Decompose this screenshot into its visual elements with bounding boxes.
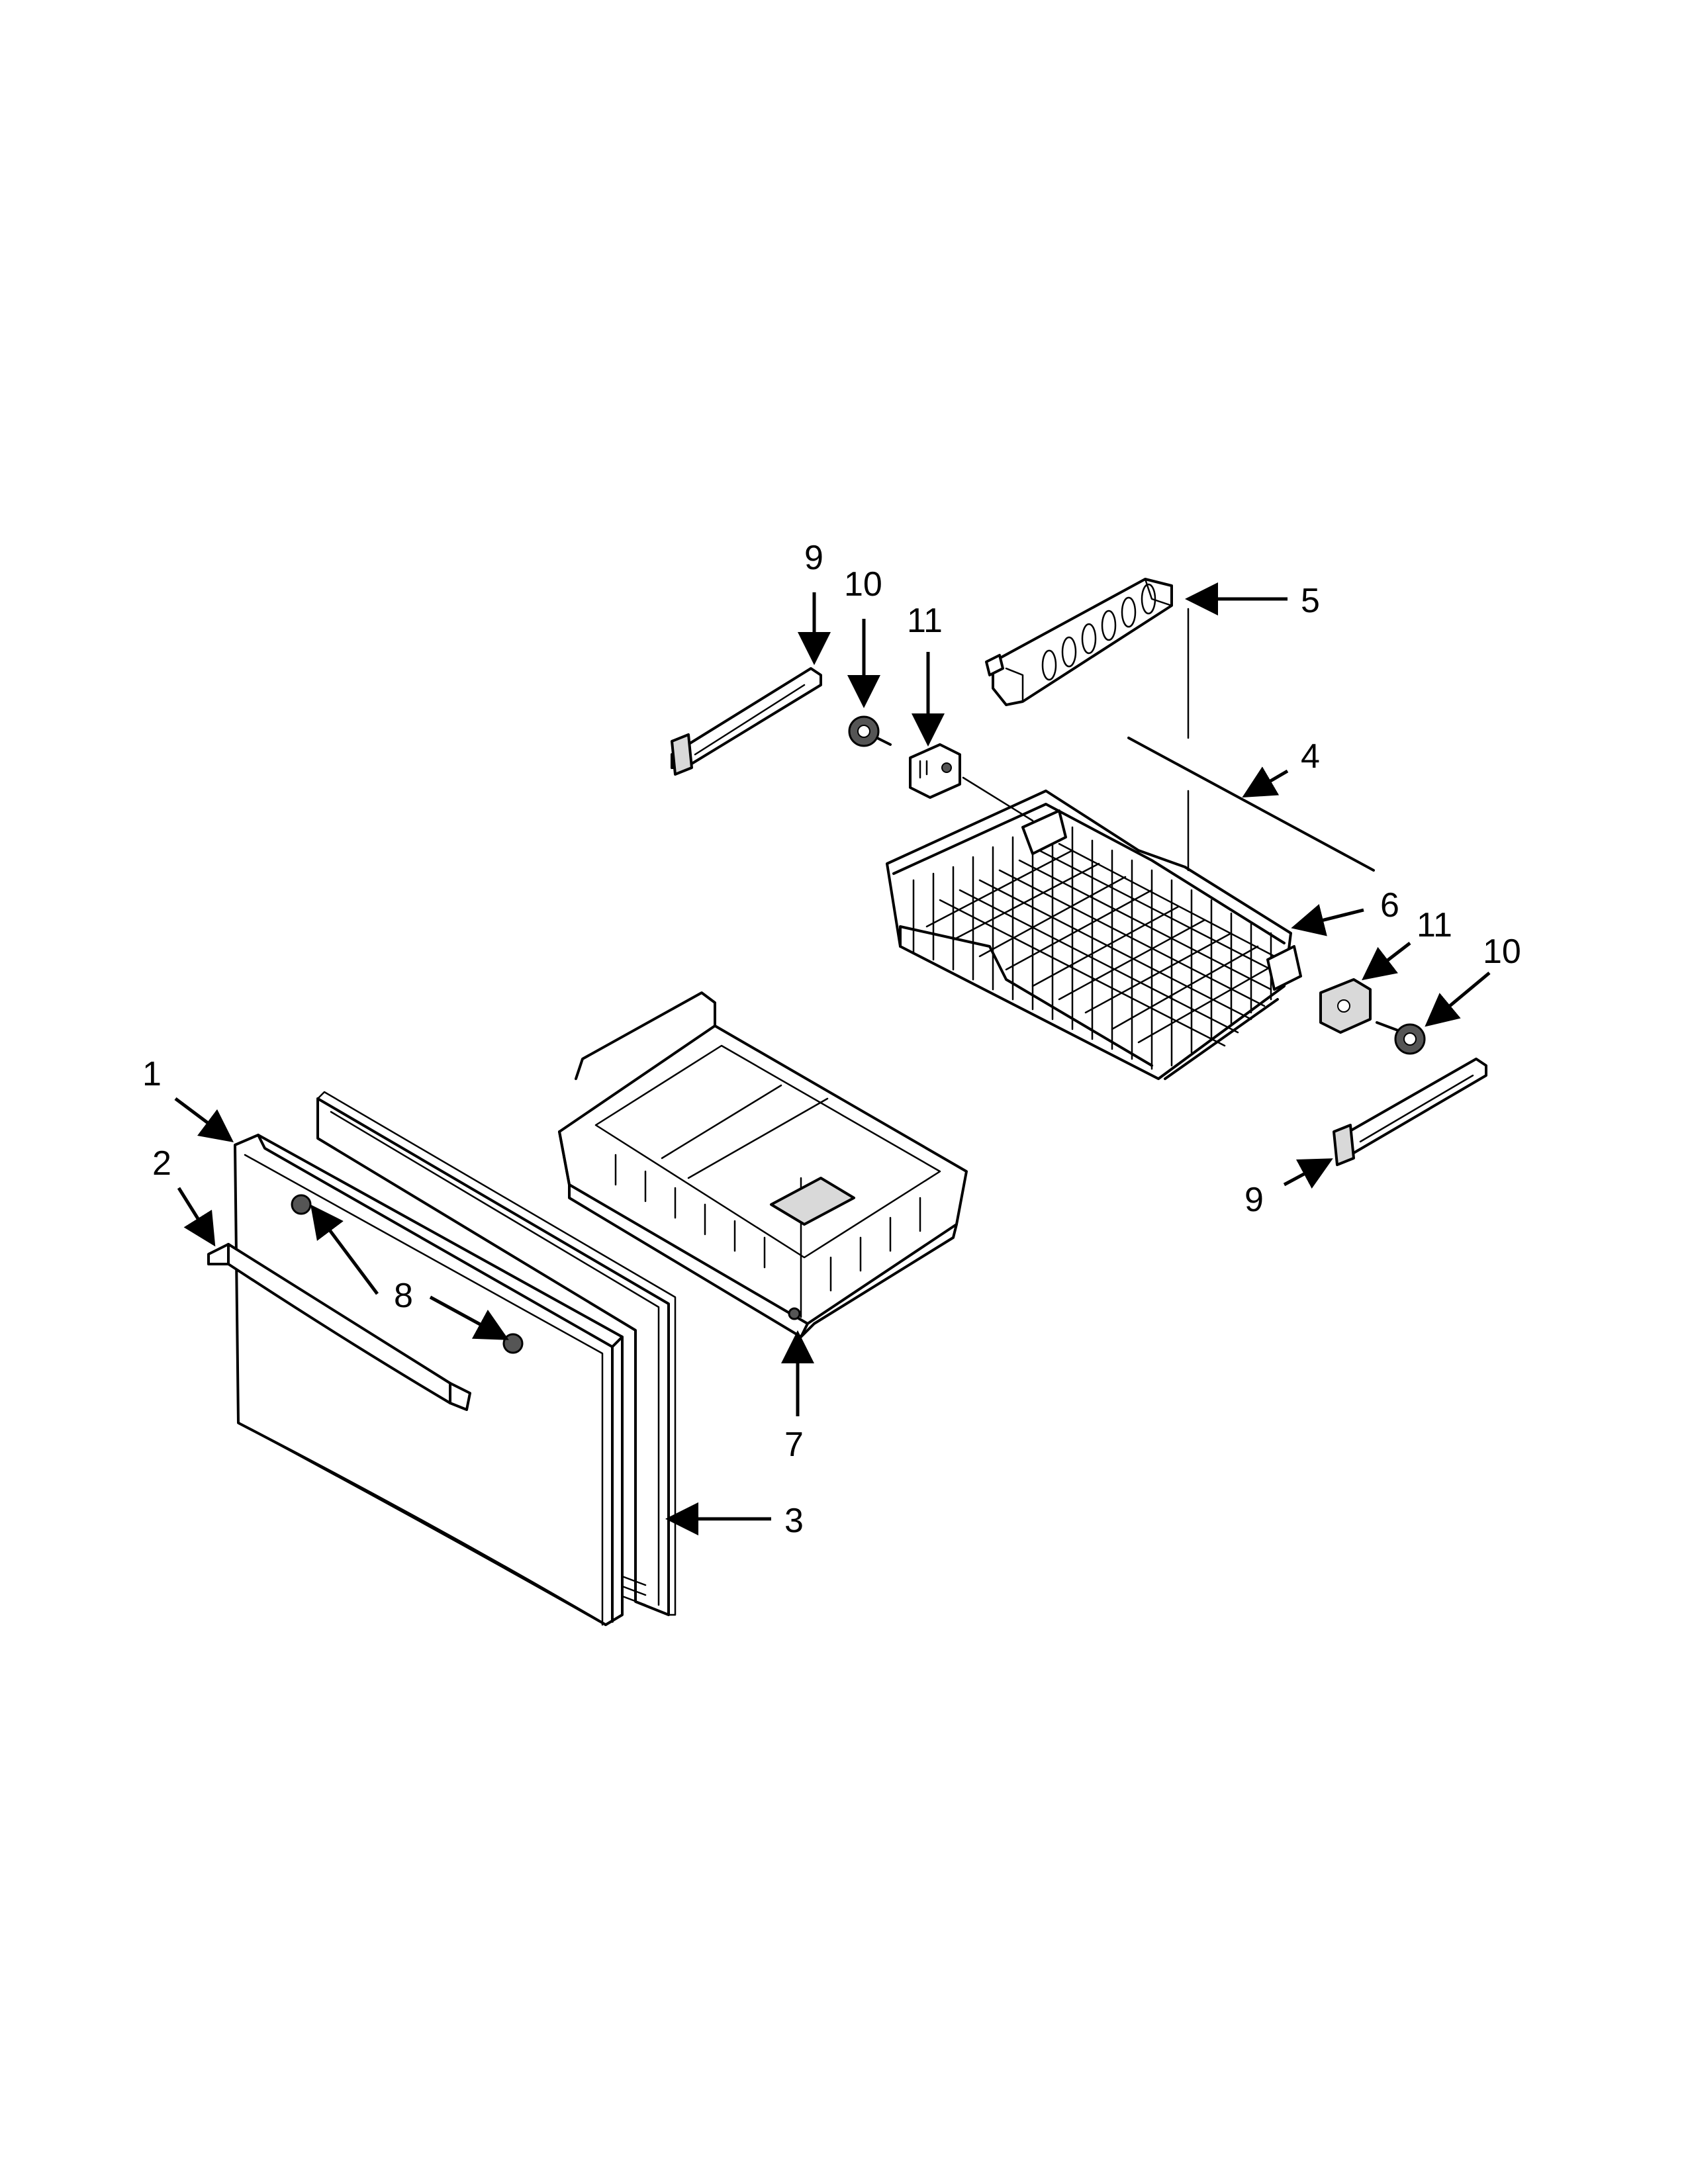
callout-5: 5: [1301, 582, 1320, 620]
screw-icon: [291, 1194, 312, 1215]
freezer-drawer-bin: [558, 991, 968, 1338]
callout-3: 3: [784, 1502, 804, 1540]
callout-9-right: 9: [1244, 1181, 1264, 1219]
wire-basket: [886, 790, 1302, 1080]
leader-8a: [310, 1204, 379, 1295]
basket-divider: [985, 578, 1173, 706]
slide-gear-right: [1376, 1021, 1426, 1055]
door-gasket: [316, 1091, 677, 1616]
drawer-slide-rail-left: [671, 667, 822, 776]
leader-4: [1242, 766, 1289, 798]
leader-9b: [1283, 1158, 1333, 1189]
callout-6: 6: [1380, 886, 1399, 925]
basket-bracket-left: [909, 743, 961, 799]
callout-11-right: 11: [1417, 906, 1452, 944]
callout-11-top: 11: [907, 602, 943, 640]
leader-8b: [429, 1295, 509, 1340]
basket-rod: [1127, 737, 1375, 872]
leader-6: [1291, 904, 1364, 936]
callout-7: 7: [784, 1426, 804, 1464]
leader-10b: [1425, 972, 1491, 1027]
leader-2: [177, 1187, 216, 1247]
callout-10-top: 10: [844, 565, 882, 604]
slide-gear-left: [848, 715, 892, 747]
screw-icon: [502, 1333, 524, 1354]
callout-2: 2: [152, 1144, 171, 1183]
door-handle: [207, 1243, 471, 1411]
leader-11a-ext: [962, 776, 1034, 822]
callout-8: 8: [394, 1277, 413, 1315]
leader-lines: [174, 582, 1491, 1535]
callout-10-right: 10: [1483, 933, 1521, 971]
basket-bracket-right: [1319, 978, 1372, 1034]
callout-labels: 1 2 3 4 5 6 7 8 9 9 10 10 11 11: [142, 539, 1521, 1540]
drawer-slide-rail-right: [1333, 1058, 1487, 1166]
callout-9-top: 9: [804, 539, 823, 577]
leader-11b: [1362, 942, 1411, 981]
callout-4: 4: [1301, 737, 1320, 776]
leader-1: [174, 1097, 234, 1142]
callout-1: 1: [142, 1055, 162, 1093]
